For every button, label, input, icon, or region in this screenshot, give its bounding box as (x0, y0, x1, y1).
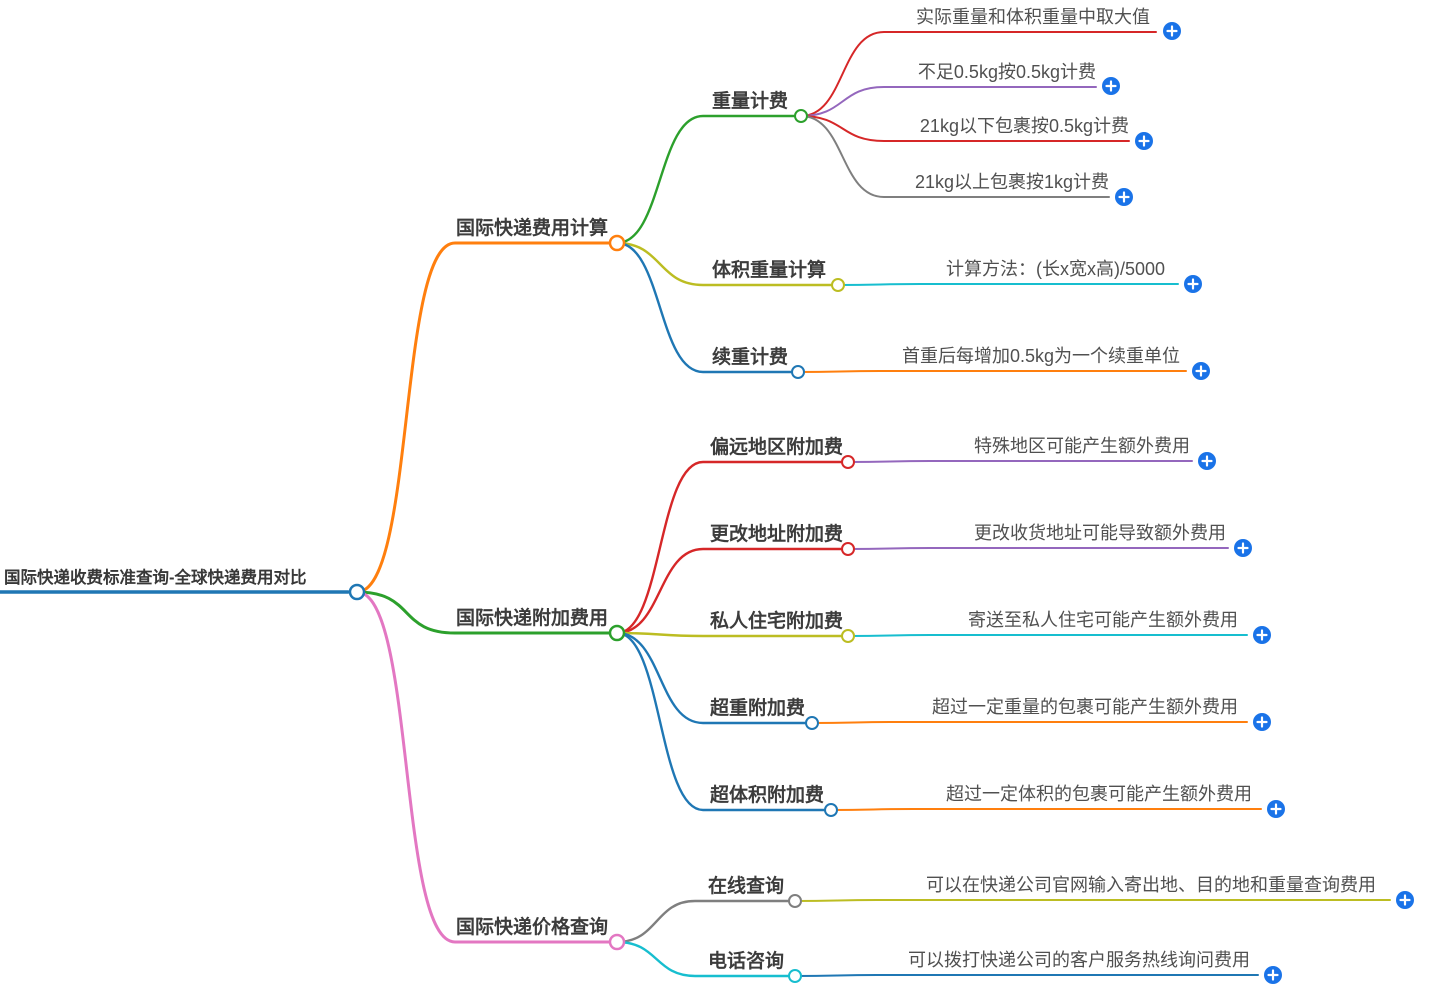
oversize-circle[interactable] (824, 803, 838, 817)
leaf-text-online-desc: 可以在快递公司官网输入寄出地、目的地和重量查询费用 (926, 875, 1376, 895)
expand-button-online-desc[interactable] (1396, 891, 1414, 909)
node-label-phone-inquiry: 电话咨询 (708, 951, 785, 972)
node-label-residential: 私人住宅附加费 (710, 611, 844, 632)
leaf-text-overweight-desc: 超过一定重量的包裹可能产生额外费用 (932, 697, 1238, 717)
expand-button-additional-unit[interactable] (1192, 362, 1210, 380)
link-additional-weight (615, 241, 793, 374)
overweight-circle[interactable] (805, 716, 819, 730)
link-remote-area (615, 460, 843, 635)
phone-inquiry-circle[interactable] (788, 969, 802, 983)
link-leaf-oversize-desc (830, 808, 1262, 811)
node-label-online-inquiry: 在线查询 (708, 876, 785, 897)
node-label-remote-area: 偏远地区附加费 (710, 437, 844, 458)
fee-calculation-circle[interactable] (608, 234, 626, 252)
link-leaf-over-21kg (800, 115, 1110, 198)
link-phone-inquiry (615, 940, 790, 978)
link-leaf-overweight-desc (811, 721, 1248, 724)
node-label-volume-weight: 体积重量计算 (712, 260, 827, 281)
expand-button-volume-formula[interactable] (1184, 275, 1202, 293)
root-node-circle[interactable] (348, 583, 366, 601)
price-inquiry-circle[interactable] (608, 933, 626, 951)
link-leaf-online-desc (794, 899, 1391, 902)
expand-button-address-desc[interactable] (1234, 539, 1252, 557)
volume-weight-circle[interactable] (831, 278, 845, 292)
node-label-oversize: 超体积附加费 (710, 785, 825, 806)
expand-button-remote-desc[interactable] (1198, 452, 1216, 470)
expand-button-overweight-desc[interactable] (1253, 713, 1271, 731)
leaf-text-over-21kg: 21kg以上包裹按1kg计费 (914, 172, 1109, 192)
online-inquiry-circle[interactable] (788, 894, 802, 908)
link-price-inquiry (355, 590, 612, 944)
link-leaf-under-21kg (800, 115, 1130, 142)
branch-label-fee-calculation: 国际快递费用计算 (456, 218, 609, 239)
leaf-text-max-weight: 实际重量和体积重量中取大值 (916, 7, 1150, 27)
link-residential (615, 631, 843, 638)
expand-button-phone-desc[interactable] (1264, 966, 1282, 984)
leaf-text-additional-unit: 首重后每增加0.5kg为一个续重单位 (901, 346, 1180, 366)
node-label-weight-billing: 重量计费 (712, 91, 789, 112)
expand-button-under-21kg[interactable] (1135, 132, 1153, 150)
link-oversize (615, 631, 826, 812)
expand-button-over-21kg[interactable] (1115, 188, 1133, 206)
link-leaf-residential-desc (847, 634, 1248, 637)
expand-button-residential-desc[interactable] (1253, 626, 1271, 644)
link-leaf-phone-desc (794, 974, 1259, 977)
link-leaf-remote-desc (847, 460, 1193, 463)
link-address-change (615, 547, 843, 635)
link-fee-calculation (355, 241, 612, 594)
link-leaf-min-05kg (800, 86, 1097, 117)
leaf-text-residential-desc: 寄送至私人住宅可能产生额外费用 (968, 610, 1238, 630)
leaf-text-remote-desc: 特殊地区可能产生额外费用 (974, 436, 1190, 456)
address-change-circle[interactable] (841, 542, 855, 556)
link-overweight (615, 631, 807, 725)
branch-label-surcharges: 国际快递附加费用 (456, 608, 609, 629)
link-surcharges (355, 590, 612, 635)
leaf-text-address-desc: 更改收货地址可能导致额外费用 (974, 523, 1226, 543)
surcharges-circle[interactable] (608, 624, 626, 642)
expand-button-max-weight[interactable] (1163, 22, 1181, 40)
weight-billing-circle[interactable] (794, 109, 808, 123)
node-label-address-change: 更改地址附加费 (710, 524, 844, 545)
link-weight-billing (615, 114, 796, 245)
node-label-additional-weight: 续重计费 (712, 347, 789, 368)
node-label-overweight: 超重附加费 (710, 698, 806, 719)
link-leaf-max-weight (800, 31, 1157, 117)
link-leaf-volume-formula (837, 283, 1179, 286)
leaf-text-phone-desc: 可以拨打快递公司的客户服务热线询问费用 (908, 950, 1250, 970)
link-leaf-additional-unit (797, 370, 1187, 373)
root-label: 国际快递收费标准查询-全球快递费用对比 (4, 569, 307, 587)
remote-area-circle[interactable] (841, 455, 855, 469)
leaf-text-under-21kg: 21kg以下包裹按0.5kg计费 (919, 116, 1129, 136)
leaf-text-oversize-desc: 超过一定体积的包裹可能产生额外费用 (946, 784, 1252, 804)
link-volume-weight (615, 241, 833, 287)
additional-weight-circle[interactable] (791, 365, 805, 379)
leaf-text-min-05kg: 不足0.5kg按0.5kg计费 (917, 62, 1096, 82)
link-online-inquiry (615, 899, 790, 944)
residential-circle[interactable] (841, 629, 855, 643)
link-leaf-address-desc (847, 547, 1229, 550)
expand-button-oversize-desc[interactable] (1267, 800, 1285, 818)
branch-label-price-inquiry: 国际快递价格查询 (456, 917, 609, 938)
expand-button-min-05kg[interactable] (1102, 77, 1120, 95)
leaf-text-volume-formula: 计算方法：(长x宽x高)/5000 (945, 259, 1165, 279)
